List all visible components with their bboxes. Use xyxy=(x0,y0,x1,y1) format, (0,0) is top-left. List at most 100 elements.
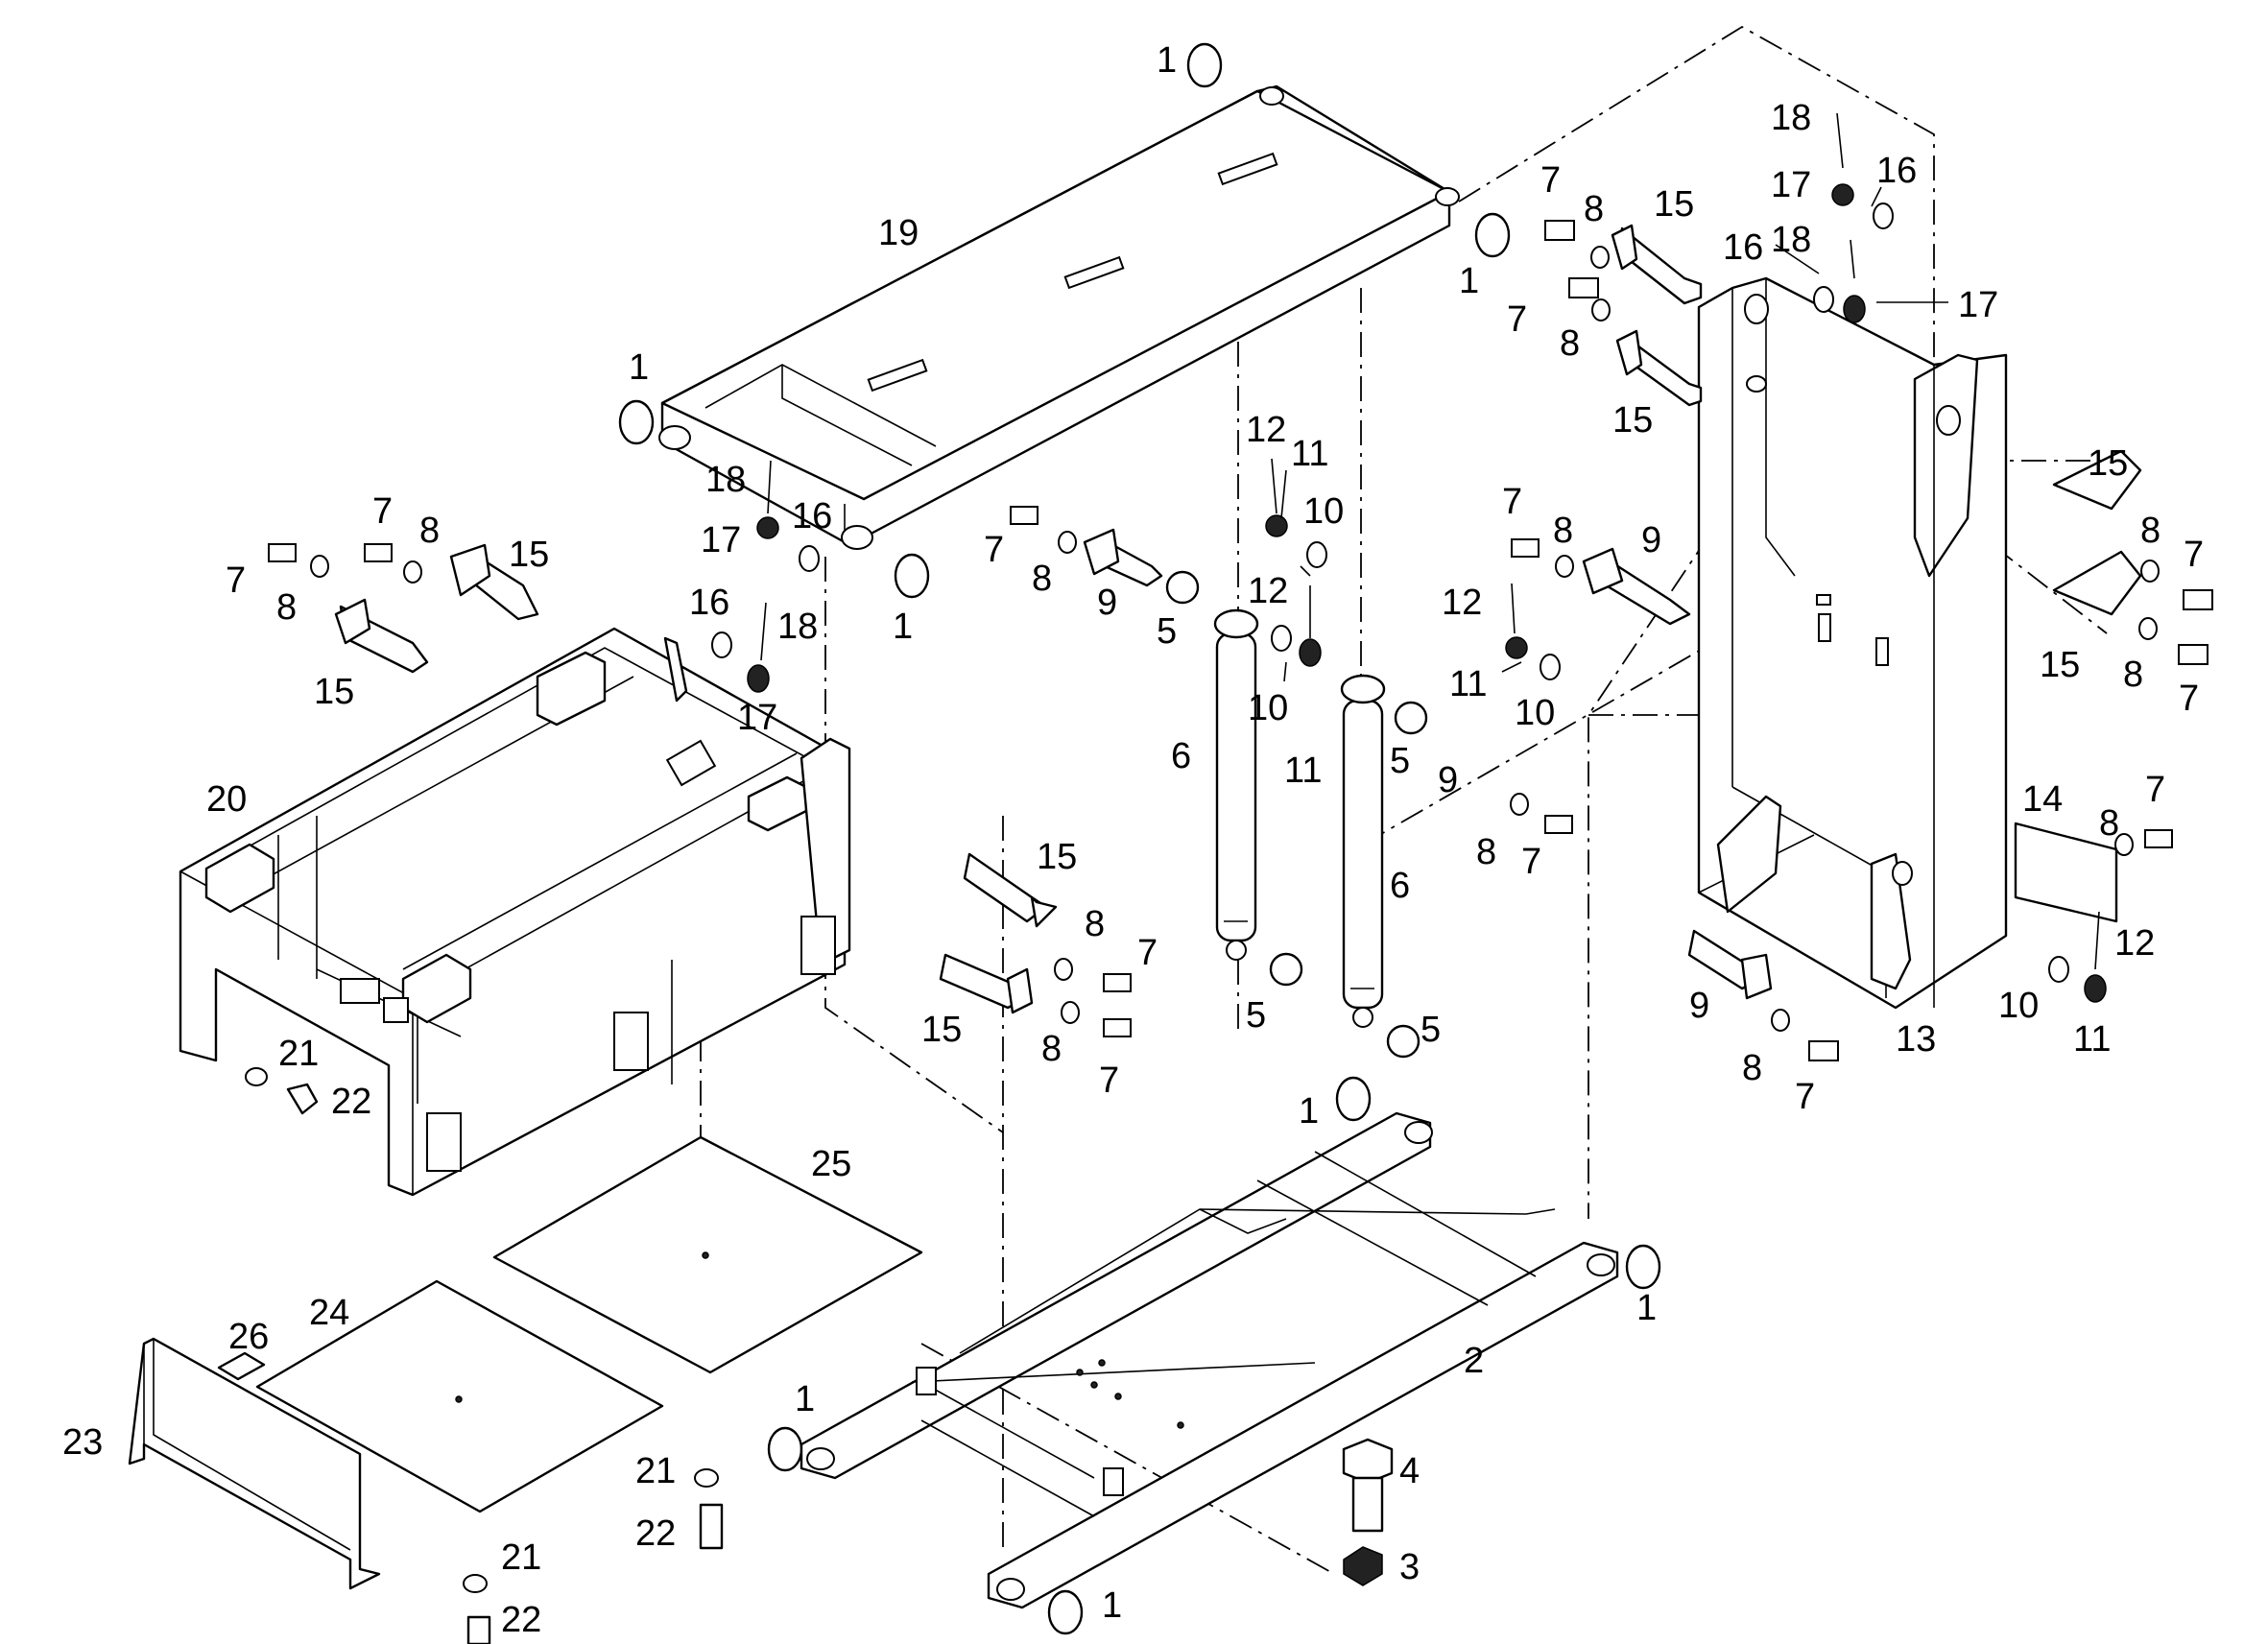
label-21c: 21 xyxy=(501,1537,541,1578)
label-17a: 17 xyxy=(1771,165,1811,205)
label-11c: 11 xyxy=(1449,664,1487,704)
label-5c: 5 xyxy=(1246,995,1266,1036)
label-12b: 12 xyxy=(1248,571,1288,611)
label-6b: 6 xyxy=(1390,866,1410,906)
label-22b: 22 xyxy=(635,1513,676,1554)
label-17d: 17 xyxy=(737,698,777,738)
label-8b: 8 xyxy=(1560,323,1580,364)
label-7b: 7 xyxy=(1507,299,1527,340)
label-8j: 8 xyxy=(1041,1029,1062,1069)
label-8i: 8 xyxy=(1085,904,1105,944)
label-19: 19 xyxy=(878,213,919,253)
label-10c: 10 xyxy=(1515,693,1555,733)
label-17c: 17 xyxy=(701,520,741,560)
label-7j: 7 xyxy=(1099,1060,1119,1101)
label-15g: 15 xyxy=(1037,837,1077,877)
label-7a: 7 xyxy=(1540,160,1561,201)
label-10b: 10 xyxy=(1248,688,1288,728)
label-1c: 1 xyxy=(629,347,649,388)
label-14: 14 xyxy=(2022,779,2063,820)
part-14-cover-plate xyxy=(2014,822,2118,923)
label-8m: 8 xyxy=(2099,803,2119,844)
label-5a: 5 xyxy=(1157,611,1177,652)
label-12d: 12 xyxy=(2114,923,2155,964)
part-15-9-pivot-pins xyxy=(334,224,2142,1014)
label-8e: 8 xyxy=(1032,559,1052,599)
label-12c: 12 xyxy=(1442,583,1482,623)
part-5-pins xyxy=(1165,570,1428,1059)
label-18c: 18 xyxy=(705,460,746,500)
label-18a: 18 xyxy=(1771,98,1811,138)
label-10a: 10 xyxy=(1303,491,1344,532)
label-7d: 7 xyxy=(226,560,246,601)
label-7m: 7 xyxy=(2145,770,2165,810)
label-1b: 1 xyxy=(1459,261,1479,301)
label-4: 4 xyxy=(1399,1451,1420,1491)
label-9a: 9 xyxy=(1097,583,1117,623)
label-20: 20 xyxy=(206,779,247,820)
label-8d: 8 xyxy=(276,587,297,628)
label-8h: 8 xyxy=(2123,655,2143,695)
small-hardware xyxy=(711,112,2107,1003)
label-11a: 11 xyxy=(1291,434,1328,474)
label-15a: 15 xyxy=(1654,184,1694,225)
label-15h: 15 xyxy=(921,1010,962,1050)
label-15f: 15 xyxy=(2040,645,2080,685)
label-8a: 8 xyxy=(1584,189,1604,229)
bushings xyxy=(618,42,1661,1635)
label-9c: 9 xyxy=(1438,760,1458,800)
label-8k: 8 xyxy=(1476,832,1496,872)
label-8l: 8 xyxy=(1742,1048,1762,1088)
label-5b: 5 xyxy=(1390,741,1410,781)
label-3: 3 xyxy=(1399,1547,1420,1587)
label-1f: 1 xyxy=(1636,1288,1657,1328)
part-24-plate xyxy=(255,1279,664,1513)
label-13: 13 xyxy=(1896,1019,1936,1060)
label-1h: 1 xyxy=(1102,1585,1122,1626)
label-7h: 7 xyxy=(2179,679,2199,719)
label-18b: 18 xyxy=(1771,220,1811,260)
label-21a: 21 xyxy=(278,1034,319,1074)
label-15b: 15 xyxy=(1612,400,1653,441)
label-9d: 9 xyxy=(1689,986,1709,1026)
label-7g: 7 xyxy=(2184,535,2204,575)
label-1a: 1 xyxy=(1157,40,1177,81)
part-21-22-bolts-washers xyxy=(245,1067,724,1644)
label-17b: 17 xyxy=(1958,285,1998,325)
callout-labels: 1 1 1 1 1 1 1 1 2 3 4 5 5 5 5 6 6 7 7 7 … xyxy=(62,40,2204,1640)
label-7e: 7 xyxy=(984,530,1004,570)
label-10d: 10 xyxy=(1998,986,2039,1026)
label-8c: 8 xyxy=(419,511,440,551)
part-19-upper-arm xyxy=(658,84,1460,550)
part-20-base-frame xyxy=(179,627,851,1197)
label-7l: 7 xyxy=(1795,1077,1815,1117)
label-16b: 16 xyxy=(1723,227,1763,268)
label-24: 24 xyxy=(309,1293,349,1333)
label-16c: 16 xyxy=(792,496,832,536)
label-15d: 15 xyxy=(314,672,354,712)
part-13-vertical-mast xyxy=(1697,276,2008,1010)
label-25: 25 xyxy=(811,1144,851,1184)
label-8f: 8 xyxy=(1553,511,1573,551)
label-11d: 11 xyxy=(2073,1019,2111,1060)
label-15e: 15 xyxy=(2088,443,2128,484)
label-2: 2 xyxy=(1464,1341,1484,1381)
label-7i: 7 xyxy=(1137,933,1158,973)
label-16d: 16 xyxy=(689,583,729,623)
label-16a: 16 xyxy=(1876,151,1917,191)
label-6a: 6 xyxy=(1171,736,1191,776)
label-1e: 1 xyxy=(1299,1091,1319,1132)
label-26: 26 xyxy=(228,1317,269,1357)
label-7k: 7 xyxy=(1521,842,1541,882)
label-8g: 8 xyxy=(2140,511,2161,551)
label-23: 23 xyxy=(62,1422,103,1463)
part-3-4-bolt-nut xyxy=(1342,1438,1394,1586)
label-1g: 1 xyxy=(795,1379,815,1419)
label-12a: 12 xyxy=(1246,410,1286,450)
part-23-cover xyxy=(128,1337,381,1590)
leader-lines xyxy=(1280,186,1948,682)
part-25-plate xyxy=(492,1135,923,1374)
label-9b: 9 xyxy=(1641,520,1661,560)
label-18d: 18 xyxy=(777,607,818,647)
